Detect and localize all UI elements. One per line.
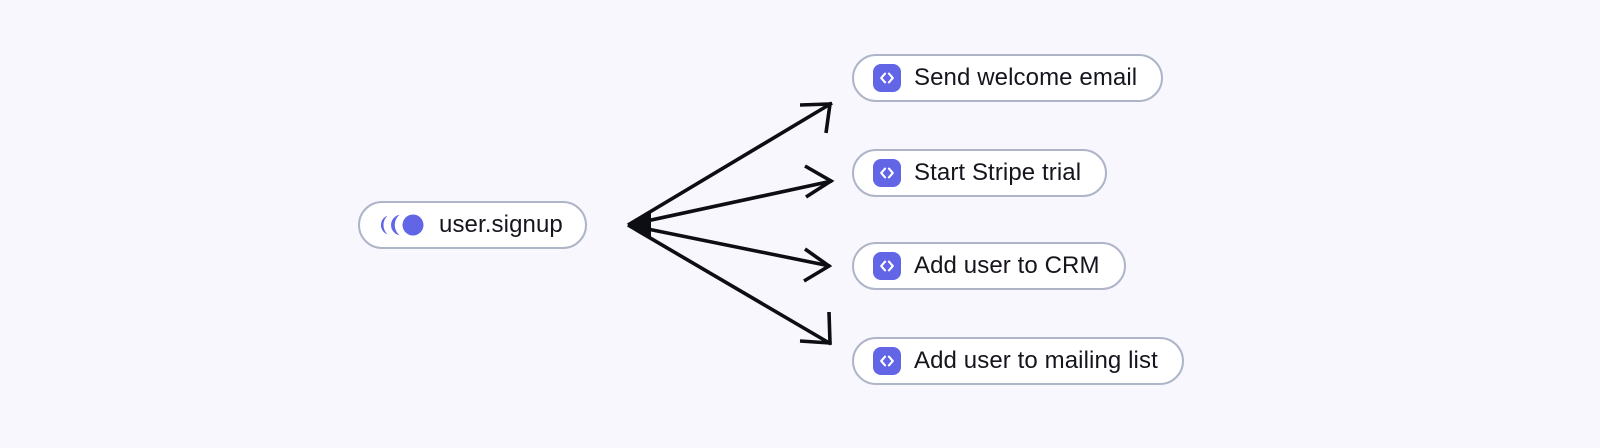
function-node-label: Send welcome email [914,64,1138,91]
function-node-send-welcome-email[interactable]: Send welcome email [852,54,1164,102]
function-node-label: Start Stripe trial [914,159,1082,186]
function-node-add-user-to-mailing-list[interactable]: Add user to mailing list [852,337,1184,385]
edge-to-add-user-to-mailing-list [627,223,832,346]
code-brackets-icon [873,159,901,187]
edge-to-start-stripe-trial [627,164,835,227]
code-brackets-icon [873,252,901,280]
edge-to-send-welcome-email [627,101,833,227]
function-node-label: Add user to mailing list [914,347,1158,374]
event-node-label: user.signup [439,211,563,238]
function-node-add-user-to-crm[interactable]: Add user to CRM [852,242,1126,290]
code-brackets-icon [873,347,901,375]
code-brackets-icon [873,64,901,92]
event-broadcast-icon [379,214,427,236]
function-node-label: Add user to CRM [914,252,1100,279]
edge-to-add-user-to-crm [627,223,833,283]
fan-origin-marker [628,213,651,237]
event-node-user-signup[interactable]: user.signup [358,201,587,249]
function-node-start-stripe-trial[interactable]: Start Stripe trial [852,149,1108,197]
